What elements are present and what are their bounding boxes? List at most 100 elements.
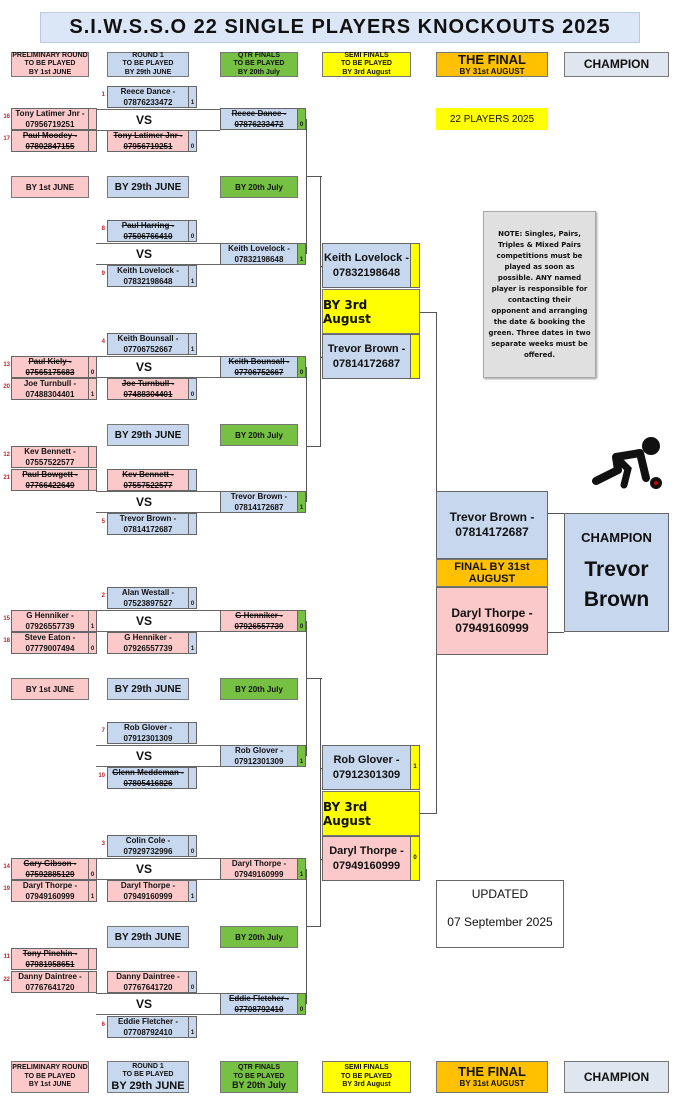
- r1-player-slot[interactable]: Paul Harring -07506766410: [107, 220, 189, 242]
- seed-number: 13: [0, 362, 10, 368]
- prelim-player-slot[interactable]: Danny Daintree -07767641720: [11, 971, 89, 993]
- r1-score-box[interactable]: 0: [189, 835, 197, 857]
- prelim-score-box[interactable]: 0: [89, 632, 97, 654]
- sf-score-box[interactable]: [411, 243, 420, 288]
- qf-score-box[interactable]: 1: [298, 858, 306, 880]
- prelim-score-box[interactable]: 0: [89, 858, 97, 880]
- qf-player-slot[interactable]: Daryl Thorpe -07949160999: [220, 858, 298, 880]
- prelim-score-box[interactable]: [89, 971, 97, 993]
- qf-score-box[interactable]: 1: [298, 491, 306, 513]
- qf-score-box[interactable]: 1: [298, 243, 306, 265]
- r1-player-slot[interactable]: Daryl Thorpe -07949160999: [107, 880, 189, 902]
- seed-text: 11: [3, 954, 10, 960]
- prelim-player-slot[interactable]: G Henniker -07926557739: [11, 610, 89, 632]
- sf-score-box[interactable]: [411, 334, 420, 379]
- prelim-score-box[interactable]: 1: [89, 880, 97, 902]
- qf-player-slot[interactable]: Keith Lovelock -07832198648: [220, 243, 298, 265]
- r1-player-slot[interactable]: Keith Bounsall -07706752667: [107, 333, 189, 355]
- vs-label: VS: [136, 247, 153, 261]
- prelim-player-slot[interactable]: Joe Turnbull -07488304401: [11, 378, 89, 400]
- r1-player-slot[interactable]: Keith Lovelock -07832198648: [107, 265, 189, 287]
- prelim-score-box[interactable]: 1: [89, 610, 97, 632]
- r1-score-box[interactable]: [189, 767, 197, 789]
- r1-score-box[interactable]: 1: [189, 880, 197, 902]
- r1-player-slot[interactable]: Joe Turnbull -07488304401: [107, 378, 189, 400]
- r1-score-box[interactable]: [189, 469, 197, 491]
- r1-score-box[interactable]: 0: [189, 587, 197, 609]
- bracket-line: [420, 813, 437, 814]
- prelim-score-box[interactable]: [89, 446, 97, 468]
- prelim-score-box[interactable]: [89, 469, 97, 491]
- prelim-score-box[interactable]: 1: [89, 378, 97, 400]
- qf-score-box[interactable]: 0: [298, 993, 306, 1015]
- seed-number: 9: [93, 271, 105, 277]
- r1-score-box[interactable]: 0: [189, 971, 197, 993]
- prelim-player-slot[interactable]: Steve Eaton -07779007494: [11, 632, 89, 654]
- qf-player-slot[interactable]: Reece Dance -07876233472: [220, 108, 298, 130]
- prelim-player-slot[interactable]: Tony Pinchin -07981958651: [11, 948, 89, 970]
- prelim-player-slot[interactable]: Daryl Thorpe -07949160999: [11, 880, 89, 902]
- final-player-slot[interactable]: Daryl Thorpe -07949160999: [436, 587, 548, 655]
- header-line: QTR FINALS: [238, 51, 280, 59]
- prelim-score-box[interactable]: 0: [89, 356, 97, 378]
- qf-score-box[interactable]: 1: [298, 745, 306, 767]
- r1-score-box[interactable]: 1: [189, 265, 197, 287]
- r1-score-box[interactable]: 0: [189, 378, 197, 400]
- sf-player-slot[interactable]: Trevor Brown -07814172687: [322, 334, 411, 379]
- prelim-score-box[interactable]: [89, 108, 97, 130]
- sf-player-slot[interactable]: Keith Lovelock -07832198648: [322, 243, 411, 288]
- bracket-line: [436, 312, 437, 492]
- champion-label: CHAMPION: [581, 530, 652, 545]
- score-value: 1: [190, 1030, 195, 1036]
- r1-score-box[interactable]: [189, 513, 197, 535]
- r1-score-box[interactable]: 1: [189, 86, 197, 108]
- seed-number: 8: [93, 226, 105, 232]
- r1-player-slot[interactable]: Colin Cole -07929732996: [107, 835, 189, 857]
- prelim-score-box[interactable]: [89, 948, 97, 970]
- qf-score-box[interactable]: 0: [298, 610, 306, 632]
- qf-deadline: BY 20th July: [220, 678, 298, 700]
- r1-player-slot[interactable]: Glenn Meddeman -07805416826: [107, 767, 189, 789]
- r1-score-box[interactable]: 0: [189, 130, 197, 152]
- sf-player-slot[interactable]: Rob Glover -07912301309: [322, 745, 411, 790]
- header-line: ROUND 1: [132, 1062, 164, 1070]
- r1-player-slot[interactable]: Rob Glover -07912301309: [107, 722, 189, 744]
- prelim-player-slot[interactable]: Gary Gibson -07592885129: [11, 858, 89, 880]
- qf-player-slot[interactable]: Keith Bounsall -07706752667: [220, 356, 298, 378]
- vs-label: VS: [136, 749, 153, 763]
- qf-player-slot[interactable]: Eddie Fletcher -07708792410: [220, 993, 298, 1015]
- prelim-player-slot[interactable]: Paul Bowgett -07766422649: [11, 469, 89, 491]
- r1-player-slot[interactable]: Kev Bennett -07557522577: [107, 469, 189, 491]
- prelim-player-slot[interactable]: Paul Moodey -07802847155: [11, 130, 89, 152]
- r1-player-slot[interactable]: Danny Daintree -07767641720: [107, 971, 189, 993]
- qf-score-box[interactable]: 0: [298, 108, 306, 130]
- r1-score-box[interactable]: 0: [189, 220, 197, 242]
- r1-player-slot[interactable]: Eddie Fletcher -07708792410: [107, 1016, 189, 1038]
- qf-player-slot[interactable]: G Henniker -07926557739: [220, 610, 298, 632]
- r1-player-slot[interactable]: Trevor Brown -07814172687: [107, 513, 189, 535]
- header-line: BY 3rd August: [342, 1081, 391, 1089]
- r1-player-slot[interactable]: Tony Latimer Jnr -07956719251: [107, 130, 189, 152]
- prelim-player-slot[interactable]: Kev Bennett -07557522577: [11, 446, 89, 468]
- r1-player-slot[interactable]: G Henniker -07926557739: [107, 632, 189, 654]
- r1-player-slot[interactable]: Alan Westall -07523897527: [107, 587, 189, 609]
- qf-player-slot[interactable]: Rob Glover -07912301309: [220, 745, 298, 767]
- r1-score-box[interactable]: 1: [189, 1016, 197, 1038]
- sf-player-slot[interactable]: Daryl Thorpe -07949160999: [322, 836, 411, 881]
- r1-player-slot[interactable]: Reece Dance -07876233472: [107, 86, 189, 108]
- note-box: NOTE: Singles, Pairs, Triples & Mixed Pa…: [483, 211, 596, 378]
- prelim-player-slot[interactable]: Paul Kiely -07565175683: [11, 356, 89, 378]
- seed-text: 19: [3, 886, 10, 892]
- r1-score-box[interactable]: 1: [189, 632, 197, 654]
- prelim-score-box[interactable]: [89, 130, 97, 152]
- prelim-player-slot[interactable]: Tony Latimer Jnr -07956719251: [11, 108, 89, 130]
- r1-score-box[interactable]: [189, 722, 197, 744]
- header-line: BY 31st AUGUST: [459, 1079, 525, 1088]
- qf-player-slot[interactable]: Trevor Brown -07814172687: [220, 491, 298, 513]
- sf-score-box[interactable]: 1: [411, 745, 420, 790]
- final-player-slot[interactable]: Trevor Brown -07814172687: [436, 491, 548, 559]
- r1-score-box[interactable]: 1: [189, 333, 197, 355]
- qf-score-box[interactable]: 0: [298, 356, 306, 378]
- sf-score-box[interactable]: 0: [411, 836, 420, 881]
